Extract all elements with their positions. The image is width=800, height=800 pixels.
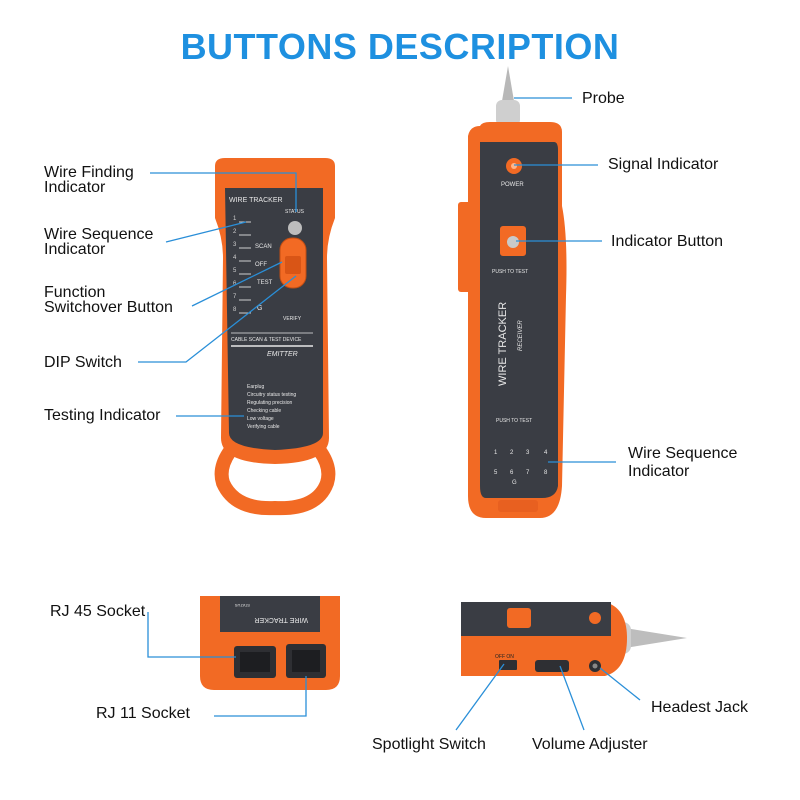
probe-tip <box>502 66 514 101</box>
leader-function-switch <box>191 261 283 307</box>
switch-view-device: OFF ON <box>461 602 687 676</box>
label-receiver-wire-seq-1: Wire Sequence <box>628 445 738 462</box>
receiver-pin: 3 <box>526 450 530 456</box>
socket-view-device: WIRE TRACKER STATUS <box>200 596 340 690</box>
off-on-label: OFF ON <box>495 654 514 660</box>
emitter-caption: CABLE SCAN & TEST DEVICE <box>231 337 302 343</box>
label-rj45: RJ 45 Socket <box>50 603 146 620</box>
emitter-pin-label: 2 <box>233 229 237 235</box>
receiver-pin: 2 <box>510 450 514 456</box>
emitter-function: Earplug <box>247 384 264 390</box>
emitter-function: Checking cable <box>247 408 281 414</box>
emitter-pin-label: 3 <box>233 242 237 248</box>
receiver-pin: 6 <box>510 470 514 476</box>
receiver-pin: 5 <box>494 470 498 476</box>
push-to-test-top: PUSH TO TEST <box>492 269 528 275</box>
label-signal-indicator: Signal Indicator <box>608 156 719 173</box>
emitter-pin-label: 1 <box>233 216 237 222</box>
spotlight-switch[interactable] <box>499 660 517 670</box>
receiver-name: WIRE TRACKER <box>497 302 509 386</box>
label-rj11: RJ 11 Socket <box>96 705 190 722</box>
emitter-pin-label: 6 <box>233 281 237 287</box>
socket-view-plate <box>220 596 320 632</box>
label-wire-seq-left-1: Wire Sequence <box>44 226 154 243</box>
probe-collar <box>496 100 520 126</box>
verify-label: VERIFY <box>283 316 302 322</box>
leader-wire-sequence-left <box>165 221 247 243</box>
emitter-pin-label: 7 <box>233 294 237 300</box>
ground-label: G <box>257 305 262 312</box>
label-volume-adjuster: Volume Adjuster <box>532 736 648 753</box>
function-switch-knob <box>285 256 301 274</box>
off-label: OFF <box>255 262 267 268</box>
label-wire-seq-left-2: Indicator <box>44 241 106 258</box>
label-wire-finding-1: Wire Finding <box>44 164 134 181</box>
emitter-function: Regulating precision <box>247 400 293 406</box>
switch-view-panel <box>461 602 611 636</box>
emitter-function: Verifying cable <box>247 424 280 430</box>
label-indicator-button: Indicator Button <box>611 233 724 250</box>
emitter-function: Circuitry status testing <box>247 392 296 398</box>
label-probe: Probe <box>582 90 625 107</box>
page-title: BUTTONS DESCRIPTION <box>180 26 620 67</box>
emitter-device: 1 2 3 4 5 6 7 8 WIRE TRACKER STATUS SCAN… <box>214 158 336 516</box>
receiver-pin: 7 <box>526 470 530 476</box>
emitter-panel-title: WIRE TRACKER <box>229 197 283 204</box>
scan-label: SCAN <box>255 244 272 250</box>
label-dip-switch: DIP Switch <box>44 354 122 371</box>
receiver-panel <box>480 142 558 498</box>
receiver-pin: 8 <box>544 470 548 476</box>
leader-headset-jack <box>599 667 641 701</box>
receiver-device: POWER PUSH TO TEST WIRE TRACKER RECEIVER… <box>458 66 567 518</box>
emitter-loop <box>214 422 336 516</box>
label-function-switch-1: Function <box>44 284 106 301</box>
probe-side <box>625 628 687 648</box>
emitter-pin-label: 4 <box>233 255 237 261</box>
leader-rj11 <box>214 676 307 717</box>
emitter-pin-label: 5 <box>233 268 237 274</box>
emitter-model: EMITTER <box>267 351 298 358</box>
receiver-cap <box>498 500 538 512</box>
leader-rj45 <box>147 612 236 658</box>
emitter-function: Low voltage <box>247 416 274 422</box>
leader-wire-finding <box>150 172 297 212</box>
leader-dip-switch <box>138 275 297 363</box>
receiver-pin: 1 <box>494 450 498 456</box>
wire-finding-led <box>288 221 302 235</box>
receiver-ground: G <box>512 480 517 486</box>
label-receiver-wire-seq-2: Indicator <box>628 463 690 480</box>
label-spotlight-switch: Spotlight Switch <box>372 736 486 753</box>
label-wire-finding-2: Indicator <box>44 179 106 196</box>
receiver-sub: RECEIVER <box>518 320 524 351</box>
label-function-switch-2: Switchover Button <box>44 299 173 316</box>
test-label: TEST <box>257 280 273 286</box>
push-to-test-bottom: PUSH TO TEST <box>496 418 532 424</box>
socket-plate-text: WIRE TRACKER <box>254 616 308 623</box>
power-label: POWER <box>501 182 524 188</box>
label-headset-jack: Headest Jack <box>651 699 748 716</box>
emitter-pin-label: 8 <box>233 307 237 313</box>
label-testing-indicator: Testing Indicator <box>44 407 161 424</box>
leader-volume-adjuster <box>559 665 585 731</box>
receiver-pin: 4 <box>544 450 548 456</box>
socket-status-text: STATUS <box>234 603 250 608</box>
emitter-status-label: STATUS <box>285 209 305 215</box>
leader-spotlight-switch <box>455 663 505 731</box>
